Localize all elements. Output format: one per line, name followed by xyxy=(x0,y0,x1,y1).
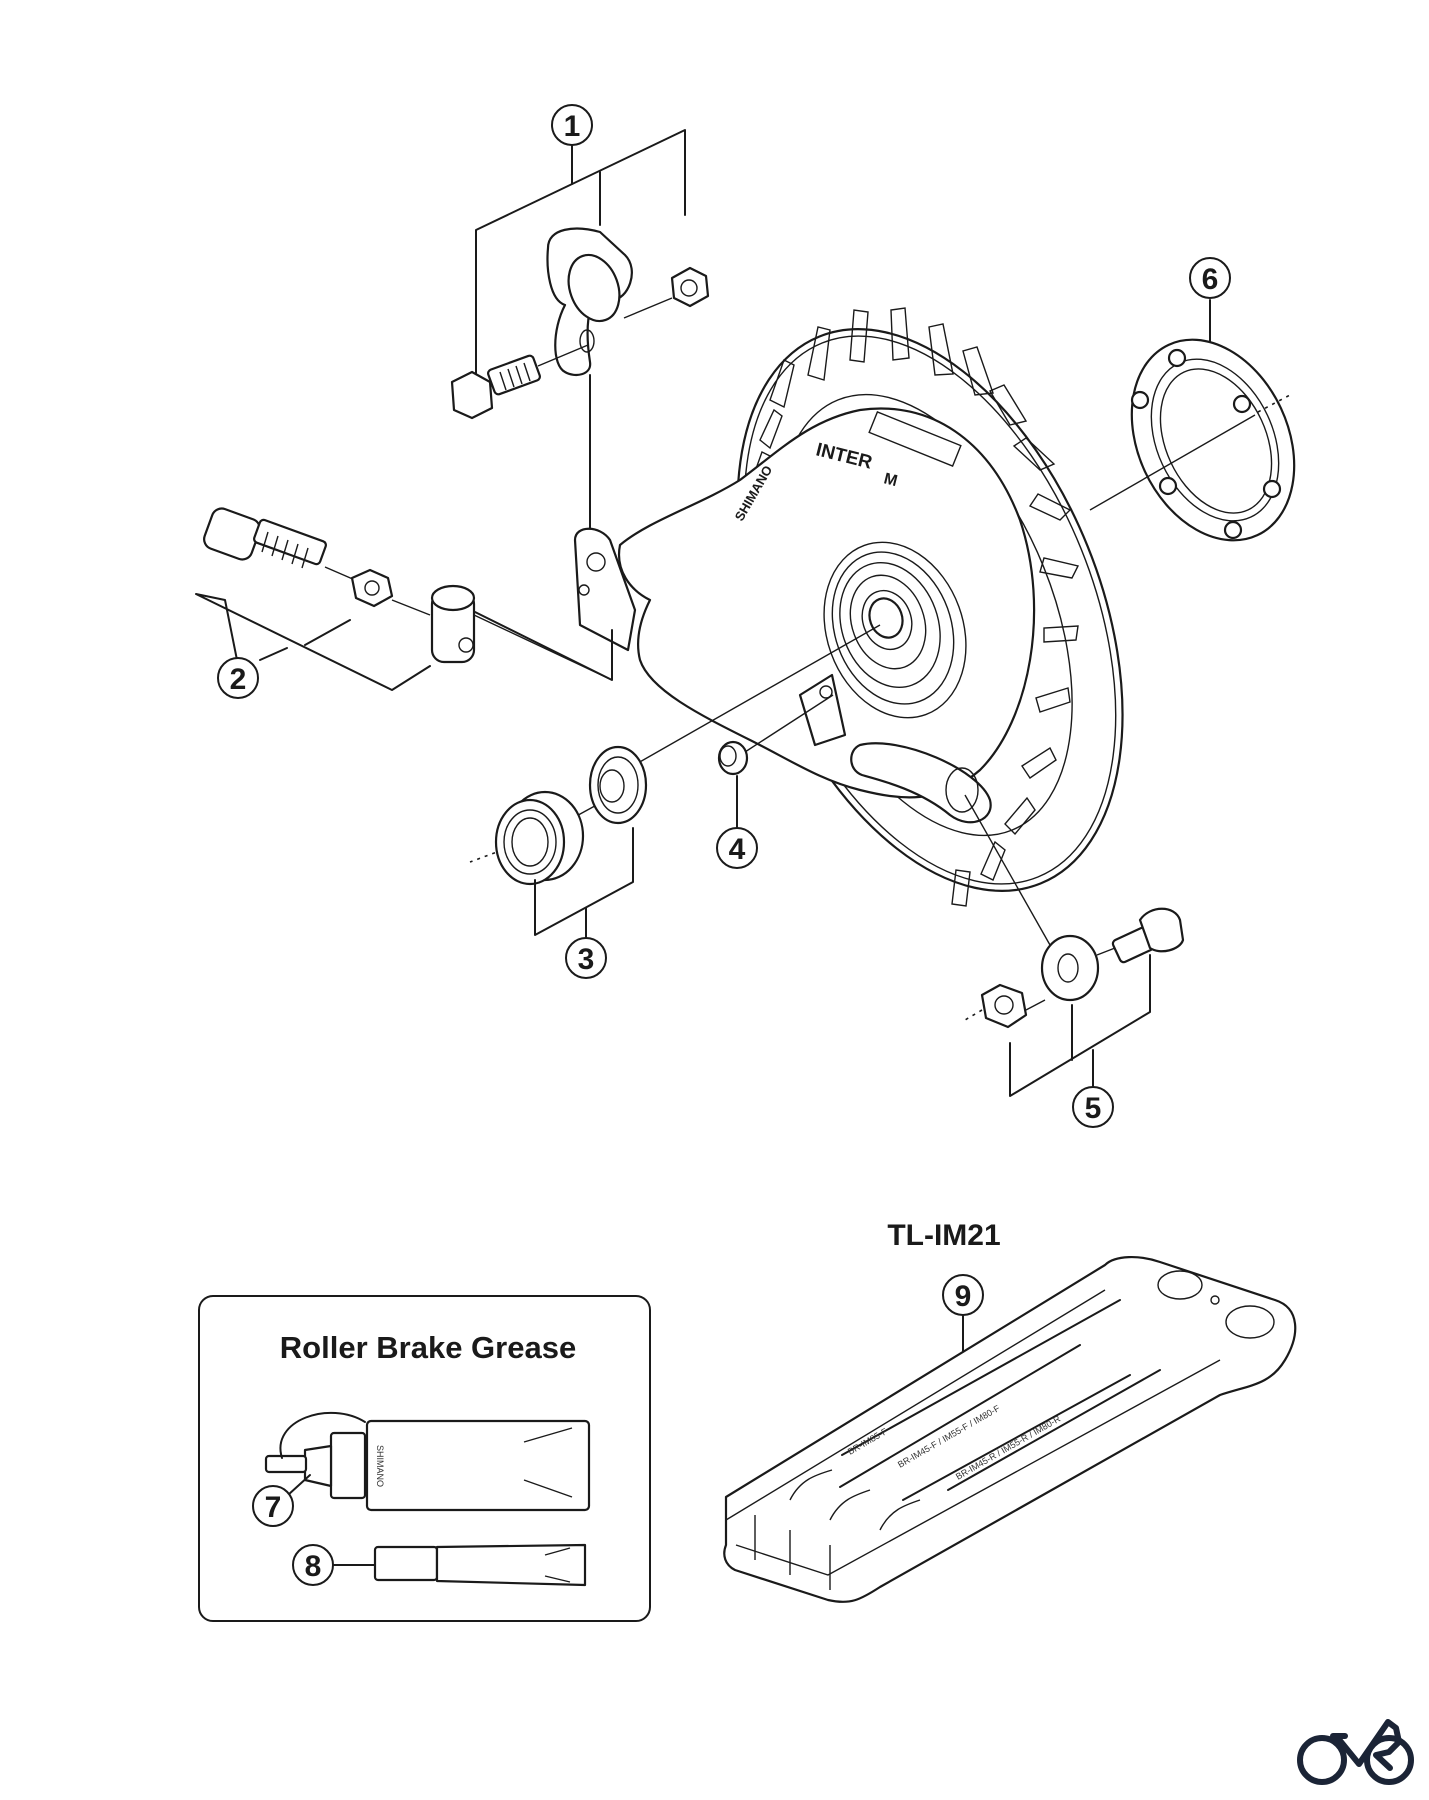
callout-5: 5 xyxy=(1072,1086,1114,1128)
bicycle-logo-icon xyxy=(1297,1719,1414,1785)
part-9-tl-im21-tool: BR-IM85-F BR-IM45-F / IM55-F / IM80-F BR… xyxy=(723,1256,1297,1604)
callout-3: 3 xyxy=(565,937,607,979)
svg-text:7: 7 xyxy=(265,1491,282,1524)
roller-brake-unit: INTER M SHIMANO xyxy=(573,307,1124,907)
svg-text:6: 6 xyxy=(1202,263,1219,296)
svg-text:2: 2 xyxy=(230,663,247,696)
svg-text:3: 3 xyxy=(578,943,595,976)
part-2-cable-adjuster xyxy=(195,507,613,691)
part-1-clamp-assembly xyxy=(450,129,710,561)
part-6-seal-ring xyxy=(1089,299,1296,542)
callout-2: 2 xyxy=(217,657,259,699)
callout-6: 6 xyxy=(1189,257,1231,299)
hub-model-suffix: M xyxy=(882,470,899,490)
callout-8: 8 xyxy=(292,1544,334,1586)
cooling-fins xyxy=(751,307,1080,907)
grease-box-title: Roller Brake Grease xyxy=(280,1330,576,1365)
callout-4: 4 xyxy=(716,827,758,869)
callout-7: 7 xyxy=(252,1485,294,1527)
svg-text:1: 1 xyxy=(564,110,581,143)
roller-brake-grease-box: Roller Brake Grease SHIMANO xyxy=(198,1295,651,1622)
svg-text:4: 4 xyxy=(729,833,746,866)
callout-1: 1 xyxy=(551,104,593,146)
callout-9: 9 xyxy=(942,1274,984,1316)
bottle-brand-text: SHIMANO xyxy=(375,1445,385,1487)
part-4-grease-nipple-cap xyxy=(717,740,749,829)
part-3-bearing-seals xyxy=(494,745,648,939)
part-5-fixing-hardware xyxy=(964,794,1185,1097)
svg-text:9: 9 xyxy=(955,1280,972,1313)
svg-text:8: 8 xyxy=(305,1550,322,1583)
svg-text:5: 5 xyxy=(1085,1092,1102,1125)
tool-title: TL-IM21 xyxy=(887,1219,1000,1252)
